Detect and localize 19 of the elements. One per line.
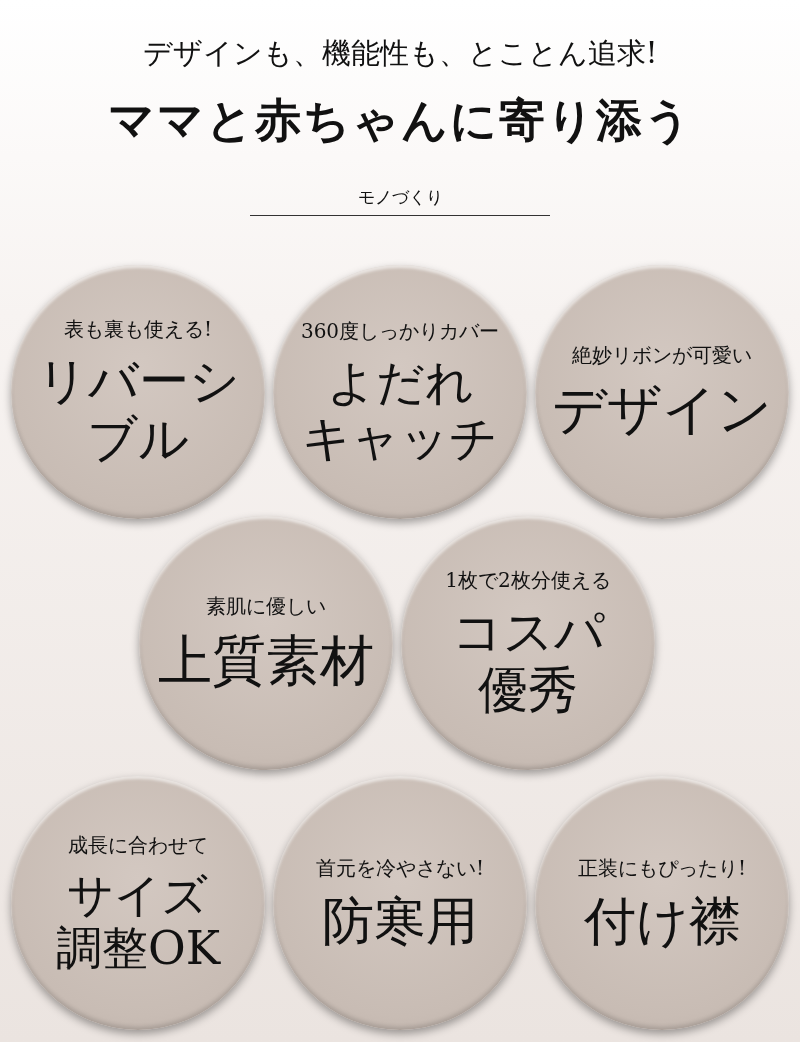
feature-heading: 上質素材 [158,630,374,693]
feature-heading: サイズ調整OK [55,868,221,975]
feature-caption: 表も裏も使える! [63,316,212,343]
feature-caption: 正装にもぴったり! [577,854,746,882]
feature-caption: 360度しっかりカバー [300,318,500,346]
feature-heading: デザイン [552,379,772,442]
feature-heading: コスパ優秀 [451,604,605,719]
feature-caption: 成長に合わせて [68,831,208,859]
title: ママと赤ちゃんに寄り添う [106,92,694,149]
feature-caption: 素肌に優しい [206,593,326,621]
feature-heading: リバーシブル [36,353,240,468]
subheading: デザインも、機能性も、とことん追求! [141,35,659,72]
feature-caption: 1枚で2枚分使える [445,567,611,594]
feature-heading: 防寒用 [322,891,478,952]
feature-heading: よだれキャッチ [302,355,498,466]
tagline: モノづくり [250,186,550,216]
feature-caption: 首元を冷やさない! [315,854,484,882]
feature-heading: 付け襟 [583,891,741,952]
feature-caption: 絶妙リボンが可愛い [572,342,752,370]
